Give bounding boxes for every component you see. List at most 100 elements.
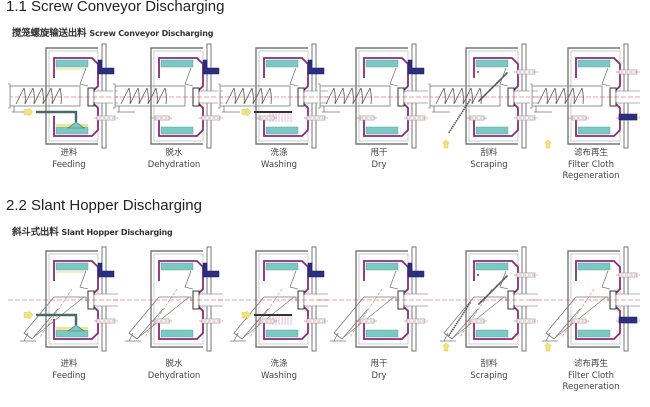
solid-particle [500, 78, 502, 80]
caption-en: Scraping [470, 370, 508, 381]
filter-cake-top [55, 59, 89, 68]
flow-arrow-shape [241, 107, 252, 117]
flow-arrow-shape [441, 342, 451, 352]
solid-particle [466, 102, 469, 105]
screw-end-flange [8, 83, 11, 109]
filter-cake-top [365, 59, 399, 68]
caption-en2: Regeneration [562, 171, 620, 181]
solid-particle [460, 112, 463, 115]
solid-particle [459, 317, 462, 320]
housing-frame [465, 250, 518, 348]
screw-support [432, 106, 450, 113]
caption-en: Feeding [52, 159, 86, 170]
stage-diagram-regeneration [530, 43, 640, 149]
solid-particle [462, 108, 465, 111]
caption-en2: Regeneration [562, 382, 620, 392]
solid-particle [449, 332, 452, 335]
screw-end-flange [530, 83, 533, 109]
caption-en: Washing [260, 159, 298, 170]
hopper-support [440, 332, 456, 342]
caption-cn: 甩干 [370, 148, 388, 158]
caption-cn: 滤布再生 [573, 148, 608, 158]
caption-cn: 滤布再生 [573, 359, 608, 369]
filter-cake-top [55, 262, 89, 271]
screw-conveyor-tube [219, 85, 291, 107]
caption-en: Dehydration [147, 370, 201, 381]
solid-particle [455, 322, 458, 325]
flow-arrow-up-icon [441, 139, 451, 149]
gas-inlet-pipe [618, 316, 638, 324]
solid-particle [477, 274, 479, 276]
housing-frame [355, 250, 408, 348]
flow-arrow-shape [241, 310, 252, 320]
solid-particle [493, 288, 495, 290]
solid-particle [464, 309, 467, 312]
flow-arrow-shape [23, 310, 34, 320]
caption-cn: 脱水 [165, 148, 183, 158]
flow-arrow-in-icon [638, 115, 640, 119]
stage-diagram-dehydration [113, 43, 223, 149]
screw-end-flange [218, 83, 221, 109]
top-liquid-outlet-pipe [407, 59, 425, 75]
solid-particle [505, 73, 507, 75]
solid-particle [451, 125, 454, 128]
solid-particle [477, 71, 479, 73]
housing-frame [567, 250, 620, 348]
flow-arrow-shape [543, 342, 553, 352]
caption-cn: 洗涤 [270, 359, 288, 369]
housing-frame [355, 47, 408, 145]
screw-end-flange [318, 83, 321, 109]
feed-pipe [36, 110, 78, 122]
section-hopper-title: 2.2 Slant Hopper Discharging [6, 197, 202, 214]
solid-particle [450, 127, 453, 130]
solid-particle [493, 85, 495, 87]
solid-particle [454, 324, 457, 327]
flow-arrow-shape [638, 115, 640, 119]
slant-hopper-chute [545, 296, 609, 340]
hopper-support [20, 332, 36, 342]
scraper-blade [79, 270, 89, 290]
housing-frame [255, 250, 308, 348]
caption-en: Washing [260, 370, 298, 381]
solid-particle [489, 292, 491, 294]
caption-en: Filter Cloth [568, 159, 614, 170]
housing-frame [150, 250, 203, 348]
solid-particle [461, 313, 464, 316]
screw-conveyor-tube [9, 85, 81, 107]
top-liquid-outlet-pipe [307, 59, 325, 75]
filter-cake-top [365, 262, 399, 271]
scraper-blade [499, 67, 509, 87]
section-screw-title: 1.1 Screw Conveyor Discharging [6, 0, 225, 15]
top-liquid-outlet-pipe [307, 262, 325, 278]
solid-particle [456, 320, 459, 323]
stage-diagram-dry [318, 43, 428, 149]
caption-en: Feeding [52, 370, 86, 381]
filter-cake-top [475, 262, 509, 271]
filter-cake-bottom [475, 126, 509, 135]
gas-inlet-pipe [618, 113, 638, 121]
solid-particle [450, 330, 453, 333]
hopper-support [330, 332, 346, 342]
solid-particle [496, 82, 498, 84]
solid-particle [464, 106, 467, 109]
solid-particle [496, 285, 498, 287]
solid-particle [486, 92, 488, 94]
solid-particle [455, 119, 458, 122]
slant-hopper-chute [128, 296, 192, 340]
flow-arrow-shape [23, 107, 34, 117]
filter-cake-top [265, 262, 299, 271]
housing-frame [567, 47, 620, 145]
screw-support [534, 106, 552, 113]
hopper-axis [39, 288, 73, 338]
filter-cake-bottom [577, 329, 611, 338]
subtitle-cn: 搅笼螺旋输送出料 [12, 28, 87, 39]
solid-particle [500, 281, 502, 283]
solid-particle [466, 305, 469, 308]
caption-cn: 进料 [60, 359, 78, 369]
